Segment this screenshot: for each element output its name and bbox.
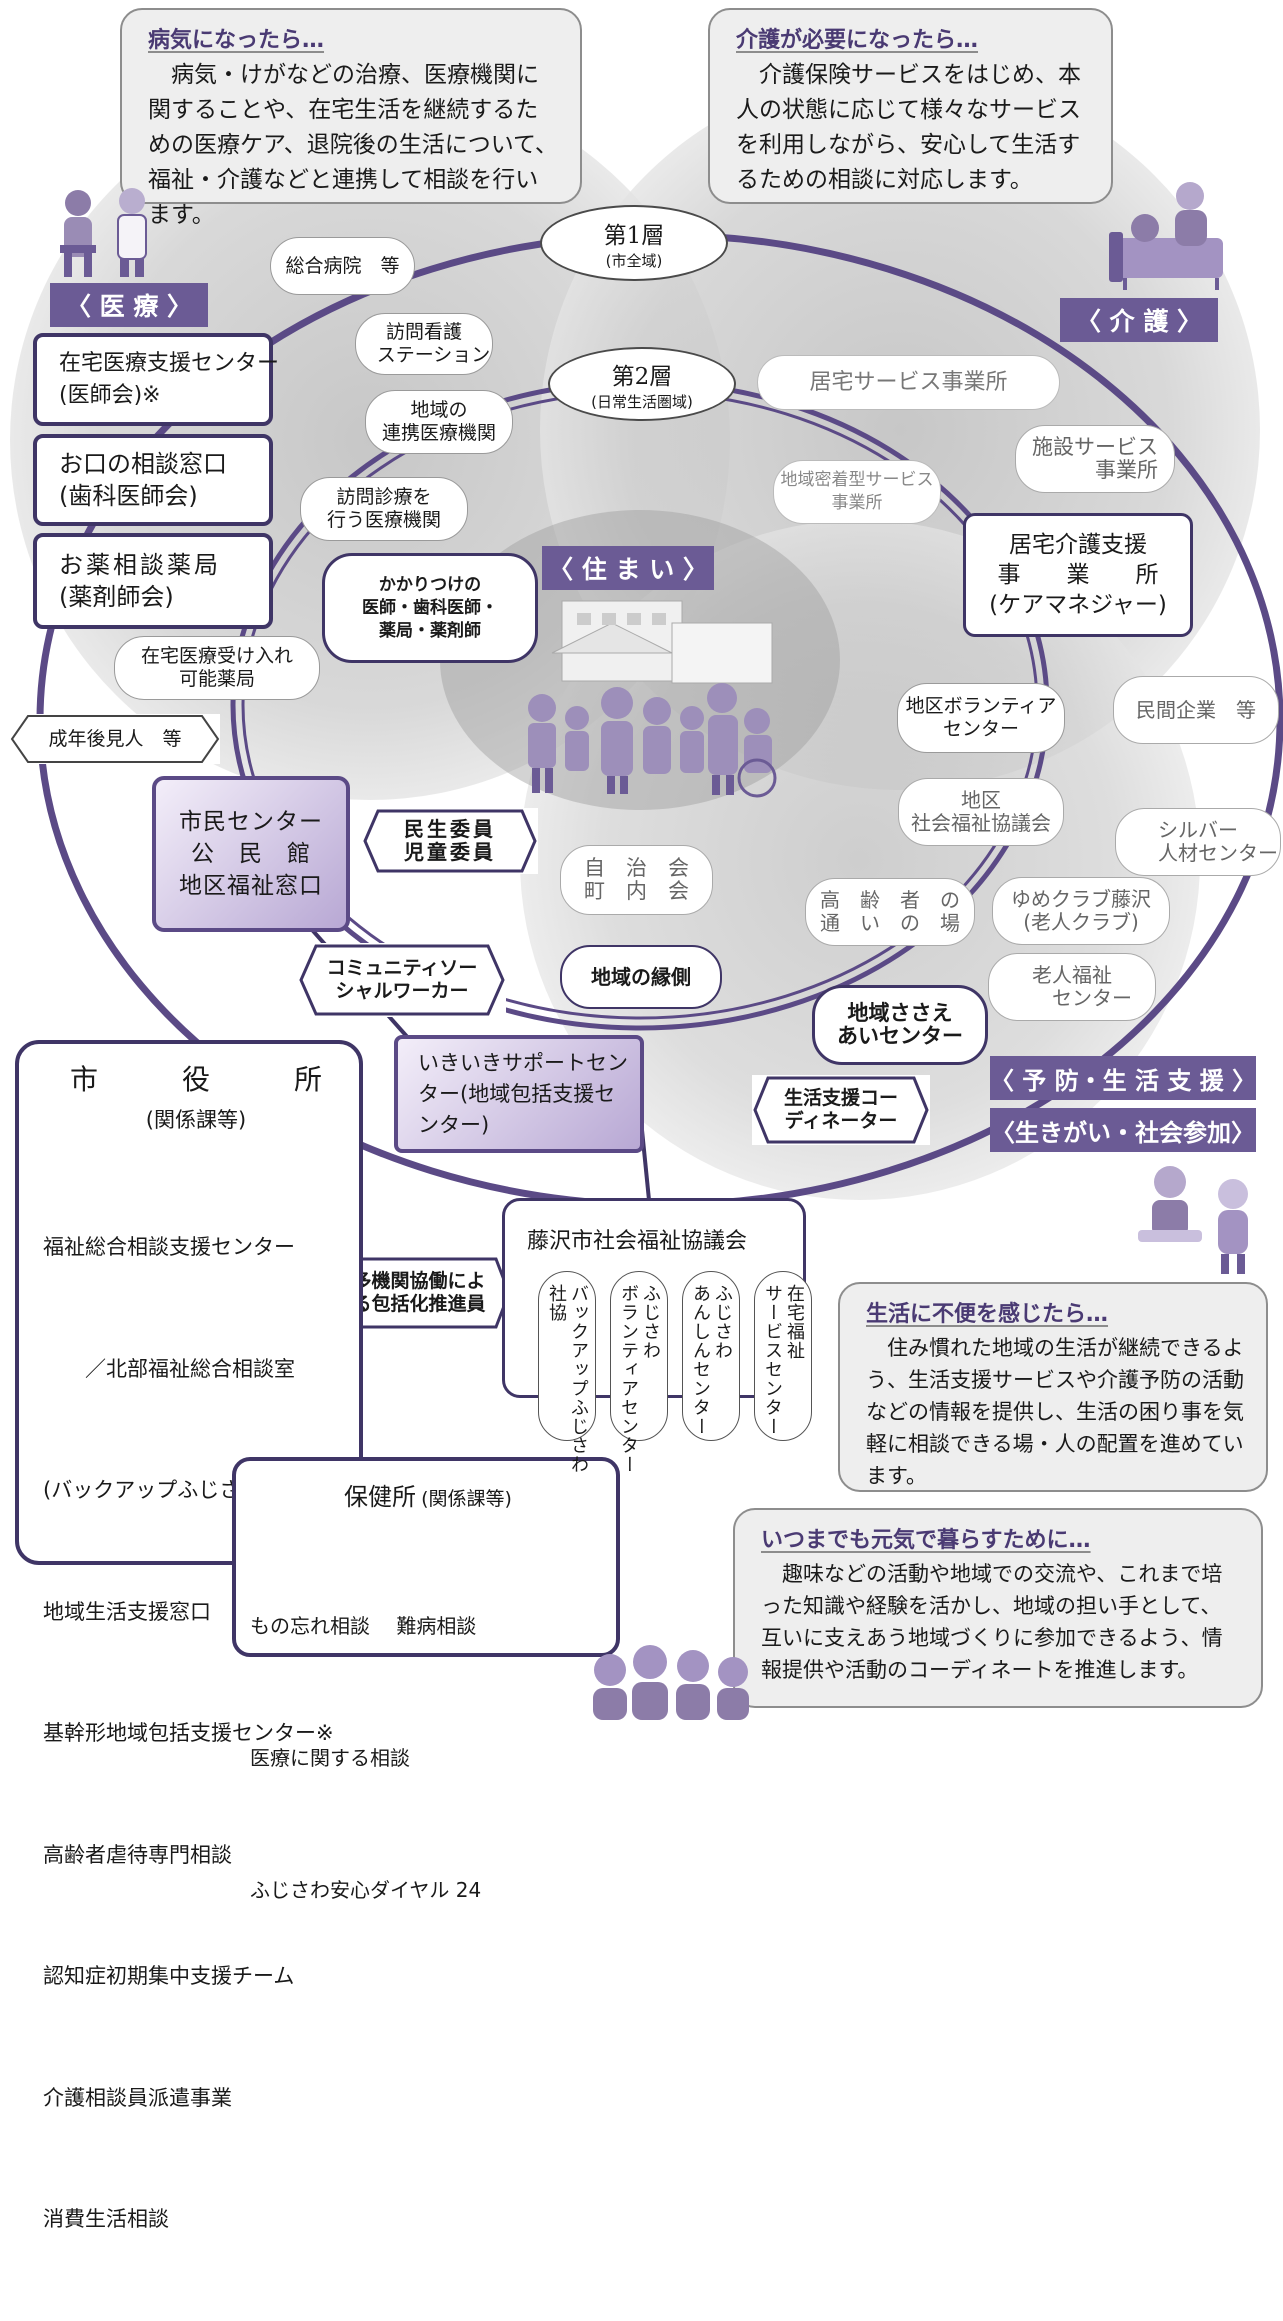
- care-bubble: 介護が必要になったら… 介護保険サービスをはじめ、本人の状態に応じて様々なサービ…: [708, 8, 1113, 204]
- life-bubble: 生活に不便を感じたら… 住み慣れた地域の生活が継続できるよう、生活支援サービスや…: [838, 1282, 1268, 1492]
- backup-fujisawa-label: バックアップふじさわ 社協: [546, 1284, 589, 1474]
- health-center-item: もの忘れ相談 難病相談: [250, 1614, 477, 1638]
- volunteer-center-unit: ふじさわ ボランティアセンター: [610, 1271, 668, 1474]
- ikiiki-support-center-label: いきいきサポートセン ター(地域包括支援セ ンター): [418, 1050, 628, 1137]
- local-medical-institution-pill: 地域の 連携医療機関: [365, 390, 513, 454]
- comprehensive-promoter-label: 多機関協働によ る包括化推進員: [352, 1270, 486, 1315]
- residents-association-pill: 自 治 会 町 内 会: [560, 845, 713, 915]
- layer2-sub: (日常生活圏域): [591, 392, 693, 411]
- oral-consultation-desk: お口の相談窓口 (歯科医師会): [33, 434, 273, 526]
- active-bubble: いつまでも元気で暮らすために… 趣味などの活動や地域での交流や、これまで培った知…: [733, 1508, 1263, 1708]
- category-purpose: 〈生きがい・社会参加〉: [990, 1108, 1256, 1152]
- home-welfare-service-unit: 在宅福祉 サービスセンター: [754, 1271, 812, 1441]
- layer2-oval: 第2層 (日常生活圏域): [548, 347, 736, 421]
- care-bubble-text: 介護保険サービスをはじめ、本人の状態に応じて様々なサービスを利用しながら、安心し…: [736, 62, 1081, 193]
- category-prevention: 〈 予 防・生 活 支 援 〉: [990, 1056, 1256, 1100]
- home-medical-support-line1: 在宅医療支援センター: [59, 350, 280, 376]
- medical-bubble: 病気になったら… 病気・けがなどの治療、医療機関に関することや、在宅生活を継続す…: [120, 8, 582, 228]
- medical-bubble-title: 病気になったら…: [148, 28, 325, 53]
- life-support-coordinator-hex: 生活支援コー ディネーター: [752, 1075, 930, 1145]
- active-bubble-text: 趣味などの活動や地域での交流や、これまで培った知識や経験を活かし、地域の担い手と…: [761, 1562, 1223, 1682]
- private-company-pill: 民間企業 等: [1113, 676, 1279, 744]
- medicine-consultation-pharmacy: お薬相談薬局 (薬剤師会): [33, 533, 273, 629]
- medicine-consultation-line2: (薬剤師会): [59, 583, 174, 611]
- community-social-worker-hex: コミュニティソー シャルワーカー: [298, 943, 506, 1017]
- city-hall-sub: (関係課等): [145, 1108, 247, 1132]
- guardian-hex: 成年後見人 等: [10, 714, 220, 764]
- elderly-gathering-place-pill: 高 齢 者 の 通 い の 場: [805, 878, 975, 946]
- oral-consultation-line2: (歯科医師会): [59, 482, 198, 510]
- category-care: 〈 介 護 〉: [1060, 298, 1218, 342]
- home-welfare-service-label: 在宅福祉 サービスセンター: [762, 1284, 805, 1436]
- care-manager-office: 居宅介護支援 事 業 所 (ケアマネジャー): [963, 513, 1193, 637]
- welfare-commissioner-label: 民生委員 児童委員: [404, 817, 496, 864]
- caregiver-icon: [1109, 182, 1223, 290]
- general-hospital-pill: 総合病院 等: [270, 237, 415, 295]
- oral-consultation-line1: お口の相談窓口: [59, 450, 227, 478]
- city-hall-item: ／北部福祉総合相談室: [43, 1356, 295, 1381]
- volunteer-center-label: ふじさわ ボランティアセンター: [618, 1284, 661, 1474]
- community-engawa-pill: 地域の縁側: [560, 945, 722, 1009]
- city-hall-item: 消費生活相談: [43, 2207, 169, 2231]
- community-social-worker-label: コミュニティソー シャルワーカー: [326, 957, 478, 1002]
- home-medical-support-center: 在宅医療支援センター (医師会)※: [33, 333, 280, 426]
- anshin-center-unit: ふじさわ あんしんセンター: [682, 1271, 740, 1441]
- layer1-name: 第1層: [603, 222, 665, 249]
- facility-service-office-pill: 施設サービス 事業所: [1015, 425, 1175, 493]
- family-doctor-pill: かかりつけの 医師・歯科医師・ 薬局・薬剤師: [322, 553, 538, 663]
- health-center-title-sub: (関係課等): [421, 1488, 512, 1510]
- health-center-box: 保健所 (関係課等) もの忘れ相談 難病相談 医療に関する相談 ふじさわ安心ダイ…: [232, 1457, 620, 1902]
- yume-club-pill: ゆめクラブ藤沢 (老人クラブ): [992, 877, 1170, 945]
- home-medical-support-line2: (医師会)※: [59, 382, 161, 408]
- doctor-patient-icon: [60, 188, 147, 277]
- health-center-title: 保健所: [344, 1483, 417, 1511]
- city-hall-item: 福祉総合相談支援センター: [43, 1235, 295, 1259]
- home-care-pharmacy-pill: 在宅医療受け入れ 可能薬局: [114, 636, 320, 700]
- category-housing: 〈 住 ま い 〉: [542, 546, 714, 590]
- life-support-coordinator-label: 生活支援コー ディネーター: [783, 1087, 898, 1132]
- elderly-group-icon: [593, 1645, 749, 1720]
- category-medical: 〈 医 療 〉: [50, 283, 208, 327]
- city-hall-item: (バックアップふじさわ): [43, 1478, 270, 1502]
- life-bubble-text: 住み慣れた地域の生活が継続できるよう、生活支援サービスや介護予防の活動などの情報…: [866, 1336, 1244, 1488]
- medicine-consultation-line1: お薬相談薬局: [59, 551, 221, 579]
- city-hall-item: 介護相談員派遣事業: [43, 2085, 232, 2110]
- citizen-center-label: 市民センター 公 民 館 地区福祉窓口: [179, 809, 323, 899]
- district-volunteer-center-pill: 地区ボランティア センター: [897, 683, 1065, 753]
- active-bubble-title: いつまでも元気で暮らすために…: [761, 1528, 1091, 1553]
- social-welfare-council-title: 藤沢市社会福祉協議会: [527, 1229, 748, 1254]
- layer1-oval: 第1層 (市全域): [540, 205, 728, 281]
- welfare-commissioner-hex: 民生委員 児童委員: [362, 808, 538, 874]
- layer1-sub: (市全域): [605, 251, 663, 270]
- guardian-label: 成年後見人 等: [48, 727, 182, 750]
- community-based-service-pill: 地域密着型サービス 事業所: [773, 460, 941, 524]
- care-bubble-title: 介護が必要になったら…: [736, 28, 979, 53]
- ikiiki-support-center-box: いきいきサポートセン ター(地域包括支援セ ンター): [394, 1035, 644, 1153]
- citizen-center-box: 市民センター 公 民 館 地区福祉窓口: [152, 776, 350, 932]
- houses-family-icon: [528, 600, 777, 798]
- backup-fujisawa-unit: バックアップふじさわ 社協: [538, 1271, 596, 1474]
- anshin-center-label: ふじさわ あんしんセンター: [690, 1284, 733, 1436]
- district-social-welfare-council-pill: 地区 社会福祉協議会: [898, 778, 1064, 846]
- life-bubble-title: 生活に不便を感じたら…: [866, 1302, 1109, 1327]
- elderly-pair-icon: [1138, 1166, 1248, 1274]
- visiting-nursing-pill: 訪問看護 ステーション: [355, 313, 493, 375]
- city-hall-title: 市 役 所: [69, 1063, 322, 1096]
- sasae-ai-center-pill: 地域ささえ あいセンター: [812, 985, 988, 1065]
- elderly-welfare-center-pill: 老人福祉 センター: [988, 953, 1156, 1021]
- home-service-office-pill: 居宅サービス事業所: [757, 355, 1060, 410]
- health-center-item: 医療に関する相談: [250, 1746, 410, 1770]
- city-hall-item: 地域生活支援窓口: [43, 1599, 211, 1624]
- layer2-name: 第2層: [611, 363, 673, 390]
- silver-human-resources-pill: シルバー 人材センター: [1115, 808, 1281, 876]
- home-visit-clinic-pill: 訪問診療を 行う医療機関: [300, 477, 468, 541]
- medical-bubble-text: 病気・けがなどの治療、医療機関に関することや、在宅生活を継続するための医療ケア、…: [148, 62, 558, 228]
- health-center-item: ふじさわ安心ダイヤル 24: [250, 1878, 482, 1902]
